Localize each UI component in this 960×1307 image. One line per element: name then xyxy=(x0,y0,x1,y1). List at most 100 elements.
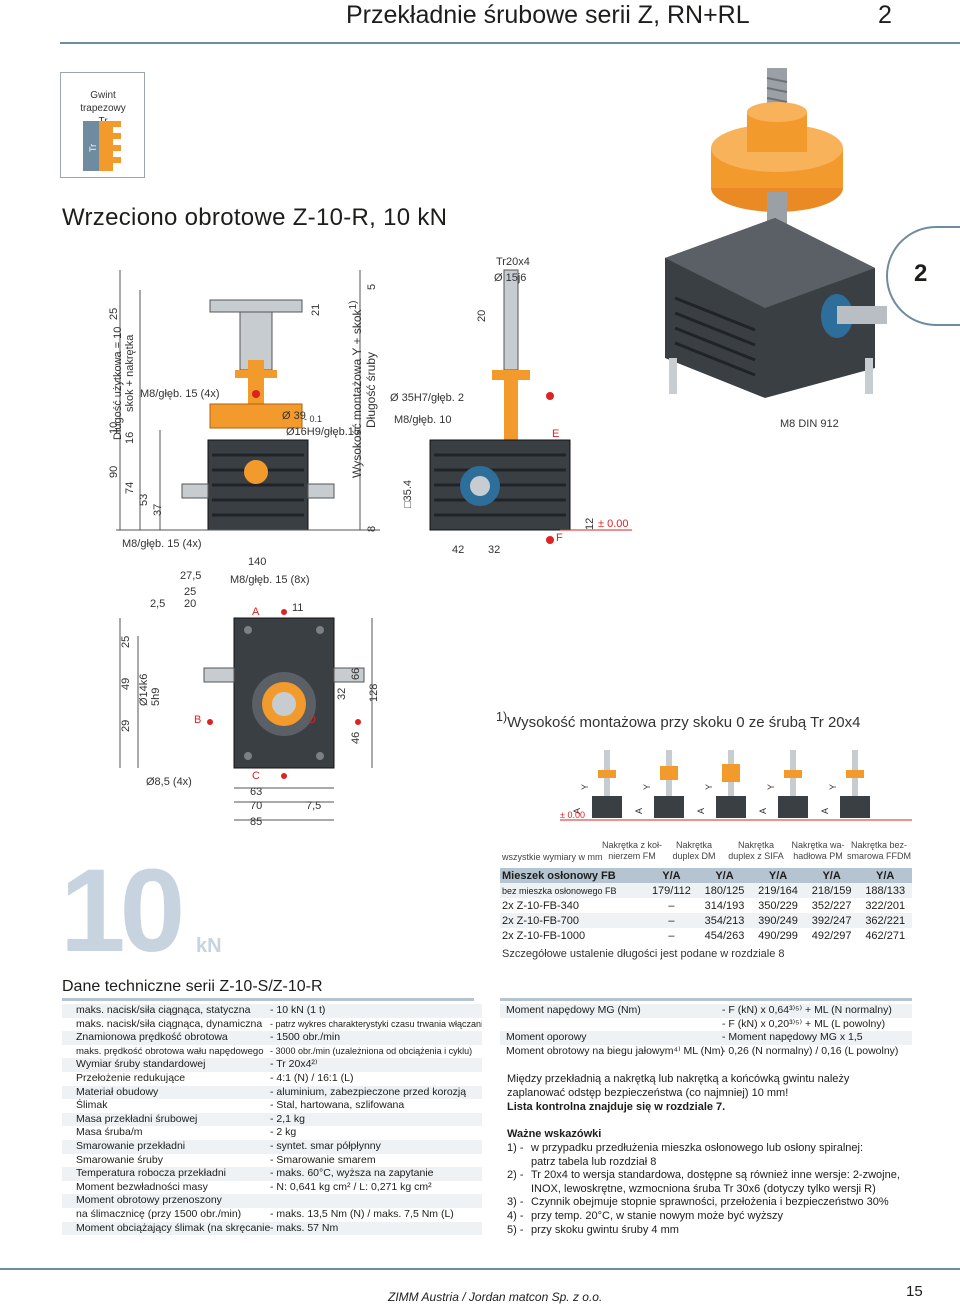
pict-a-1: A xyxy=(572,808,582,814)
moment-key: Moment napędowy MG (Nm) xyxy=(506,1004,641,1016)
tech-key: Wymiar śruby standardowej xyxy=(76,1058,206,1071)
hint-text: przy skoku gwintu śruby 4 mm xyxy=(531,1223,679,1236)
hints-title: Ważne wskazówki xyxy=(507,1128,602,1140)
table-cell: 2x Z-10-FB-340 xyxy=(500,898,646,913)
tech-value: - Tr 20x4²⁾ xyxy=(270,1058,318,1071)
pict-y-1: Y xyxy=(580,784,590,790)
tech-key: Smarowanie śruby xyxy=(76,1153,163,1166)
footer-company: ZIMM Austria / Jordan matcon Sp. z o.o. xyxy=(388,1290,603,1304)
dim-85: 85 xyxy=(250,816,263,828)
label-wys-y-text: Wysokość montażowa Y + skok xyxy=(350,309,364,478)
chapter-side-tab-number: 2 xyxy=(914,260,928,287)
table-cell: bez mieszka osłonowego FB xyxy=(500,883,646,898)
moment-value: - 0,26 (N normalny) / 0,16 (L powolny) xyxy=(722,1044,899,1057)
tech-key: Moment obrotowy przenoszony xyxy=(76,1194,222,1207)
list-item: Moment obciążający ślimak (na skręcanie)… xyxy=(62,1221,482,1236)
tech-data-title: Dane techniczne serii Z-10-S/Z-10-R xyxy=(62,978,323,995)
label-m8-4x-top: M8/głęb. 15 (4x) xyxy=(140,388,220,400)
zero-line-label: ± 0.00 xyxy=(598,518,629,530)
tech-data-divider xyxy=(62,998,474,1001)
variant-table-head-cell: Y/A xyxy=(751,868,805,883)
table-row: 2x Z-10-FB-1000 – 454/263 490/299 492/29… xyxy=(500,928,912,943)
dim-53: 53 xyxy=(138,493,150,506)
label-d: D xyxy=(308,714,316,726)
list-item: Znamionowa prędkość obrotowa- 1500 obr./… xyxy=(62,1031,482,1045)
moment-key: Moment obrotowy na biegu jałowym⁴⁾ ML (N… xyxy=(506,1044,724,1057)
tech-value: - Smarowanie smarem xyxy=(270,1153,376,1166)
table-cell: 490/299 xyxy=(751,928,805,943)
hint-number: 5) - xyxy=(507,1223,524,1236)
dim-16: 16 xyxy=(124,431,136,444)
dim-5: 5 xyxy=(366,283,378,290)
tech-key: na ślimacznicę (przy 1500 obr./min) xyxy=(76,1207,242,1220)
list-item: na ślimacznicę (przy 1500 obr./min)- mak… xyxy=(62,1208,482,1222)
moments-divider xyxy=(500,998,912,1001)
tech-data-list: maks. nacisk/siła ciągnąca, statyczna- 1… xyxy=(62,1004,482,1236)
hint-text: Tr 20x4 to wersja standardowa, dostępne … xyxy=(531,1169,900,1182)
variant-row-label: wszystkie wymiary w mm xyxy=(502,852,603,862)
list-item: - F (kN) x 0,20³⁾⁵⁾ + ML (L powolny) xyxy=(500,1018,912,1032)
hint-number: 2) - xyxy=(507,1169,524,1182)
tech-key: Smarowanie przekładni xyxy=(76,1139,186,1152)
table-cell: 354/213 xyxy=(697,913,752,928)
tech-value: - maks. 57 Nm xyxy=(270,1221,339,1234)
dim-66: 66 xyxy=(350,667,362,680)
dim-8: 8 xyxy=(366,525,378,532)
pict-y-3: Y xyxy=(704,784,714,790)
hint-text: Czynnik obejmuje stopnie sprawności, prz… xyxy=(531,1196,889,1209)
label-wys-y-sup: 1) xyxy=(348,300,359,310)
list-item: 4) -przy temp. 20°C, w stanie nowym może… xyxy=(507,1210,907,1224)
variant-table-head-cell: Y/A xyxy=(858,868,912,883)
tech-key: Moment obciążający ślimak (na skręcanie) xyxy=(76,1221,270,1234)
table-cell: 2x Z-10-FB-700 xyxy=(500,913,646,928)
dim-21: 21 xyxy=(310,303,322,316)
load-class-number: 10 xyxy=(60,845,185,977)
page-number: 15 xyxy=(906,1283,923,1300)
safety-paragraph: Między przekładnią a nakrętką lub nakręt… xyxy=(507,1072,907,1114)
chapter-number: 2 xyxy=(878,1,892,29)
variant-table-head-cell: Mieszek osłonowy FB xyxy=(500,868,646,883)
label-a: A xyxy=(252,606,260,618)
tech-value: - aluminium, zabezpieczone przed korozją xyxy=(270,1085,467,1098)
label-phi35: Ø 35H7/głęb. 2 xyxy=(390,392,464,404)
hint-text: przy temp. 20°C, w stanie nowym może być… xyxy=(531,1209,783,1222)
hint-text: patrz tabela lub rozdział 8 xyxy=(531,1155,657,1168)
tech-key: maks. nacisk/siła ciągnąca, dynamiczna xyxy=(76,1017,263,1030)
list-item: Ślimak - Stal, hartowana, szlifowana xyxy=(62,1099,482,1113)
pict-a-5: A xyxy=(820,808,830,814)
thread-type-box: Gwint trapezowy Tr Tr xyxy=(60,72,145,178)
tech-key: Ślimak xyxy=(76,1099,108,1112)
tech-key: maks. prędkość obrotowa wału napędowego xyxy=(76,1045,264,1057)
label-wys-y: Wysokość montażowa Y + skok1) xyxy=(348,301,364,478)
list-item: 3) -Czynnik obejmuje stopnie sprawności,… xyxy=(507,1196,907,1210)
side-view-drawing xyxy=(429,269,632,544)
safety-line-2: zaplanować odstęp bezpieczeństwa (co naj… xyxy=(507,1087,789,1099)
table-cell: 188/133 xyxy=(858,883,912,898)
table-row: bez mieszka osłonowego FB 179/112 180/12… xyxy=(500,883,912,898)
safety-line-1: Między przekładnią a nakrętką lub nakręt… xyxy=(507,1073,850,1085)
variant-table-head-cell: Y/A xyxy=(697,868,752,883)
tech-value xyxy=(270,1194,482,1208)
moment-key: Moment oporowy xyxy=(506,1031,587,1044)
table-cell: 314/193 xyxy=(697,898,752,913)
tech-value: - 1500 obr./min xyxy=(270,1031,341,1044)
variant-table-note: Szczegółowe ustalenie długości jest poda… xyxy=(502,948,785,960)
page-header-title: Przekładnie śrubowe serii Z, RN+RL xyxy=(346,1,750,29)
moment-key xyxy=(500,1018,722,1032)
variant-head-pm: Nakrętka wa- hadłowa PM xyxy=(791,840,845,861)
list-item: 5) - przy skoku gwintu śruby 4 mm xyxy=(507,1224,907,1238)
top-view-drawing xyxy=(119,609,373,821)
pict-y-5: Y xyxy=(828,784,838,790)
table-cell: 218/159 xyxy=(804,883,859,898)
tech-value: - maks. 60°C, wyższa na zapytanie xyxy=(270,1167,434,1180)
dim-37: 37 xyxy=(152,503,164,516)
dim-25c: 2,5 xyxy=(150,598,166,610)
tech-value: - Stal, hartowana, szlifowana xyxy=(270,1099,405,1112)
table-cell: 179/112 xyxy=(645,883,698,898)
dim-128: 128 xyxy=(368,683,380,702)
list-item: Moment obrotowy przenoszony xyxy=(62,1194,482,1208)
hint-number: 1) - xyxy=(507,1142,524,1154)
moment-value: - F (kN) x 0,20³⁾⁵⁾ + ML (L powolny) xyxy=(722,1017,886,1030)
pict-a-2: A xyxy=(634,808,644,814)
table-cell: 352/227 xyxy=(804,898,859,913)
